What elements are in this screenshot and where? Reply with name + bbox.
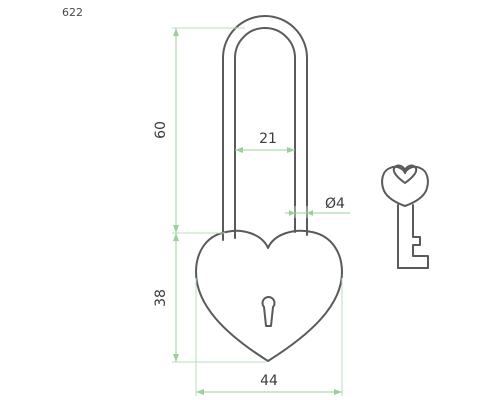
dimension-lines	[173, 28, 350, 395]
dimension-label-38: 38	[153, 289, 169, 307]
dimension-label-diameter: Ø4	[325, 196, 345, 212]
keyhole	[261, 296, 276, 327]
dimension-label-44: 44	[260, 373, 278, 389]
model-number: 622	[62, 6, 83, 19]
extension-lines	[172, 27, 343, 396]
shackle	[222, 15, 308, 241]
key	[381, 164, 429, 269]
dimension-label-60: 60	[153, 121, 169, 139]
heart-lock-body	[195, 229, 343, 362]
dimension-label-21: 21	[259, 131, 277, 147]
